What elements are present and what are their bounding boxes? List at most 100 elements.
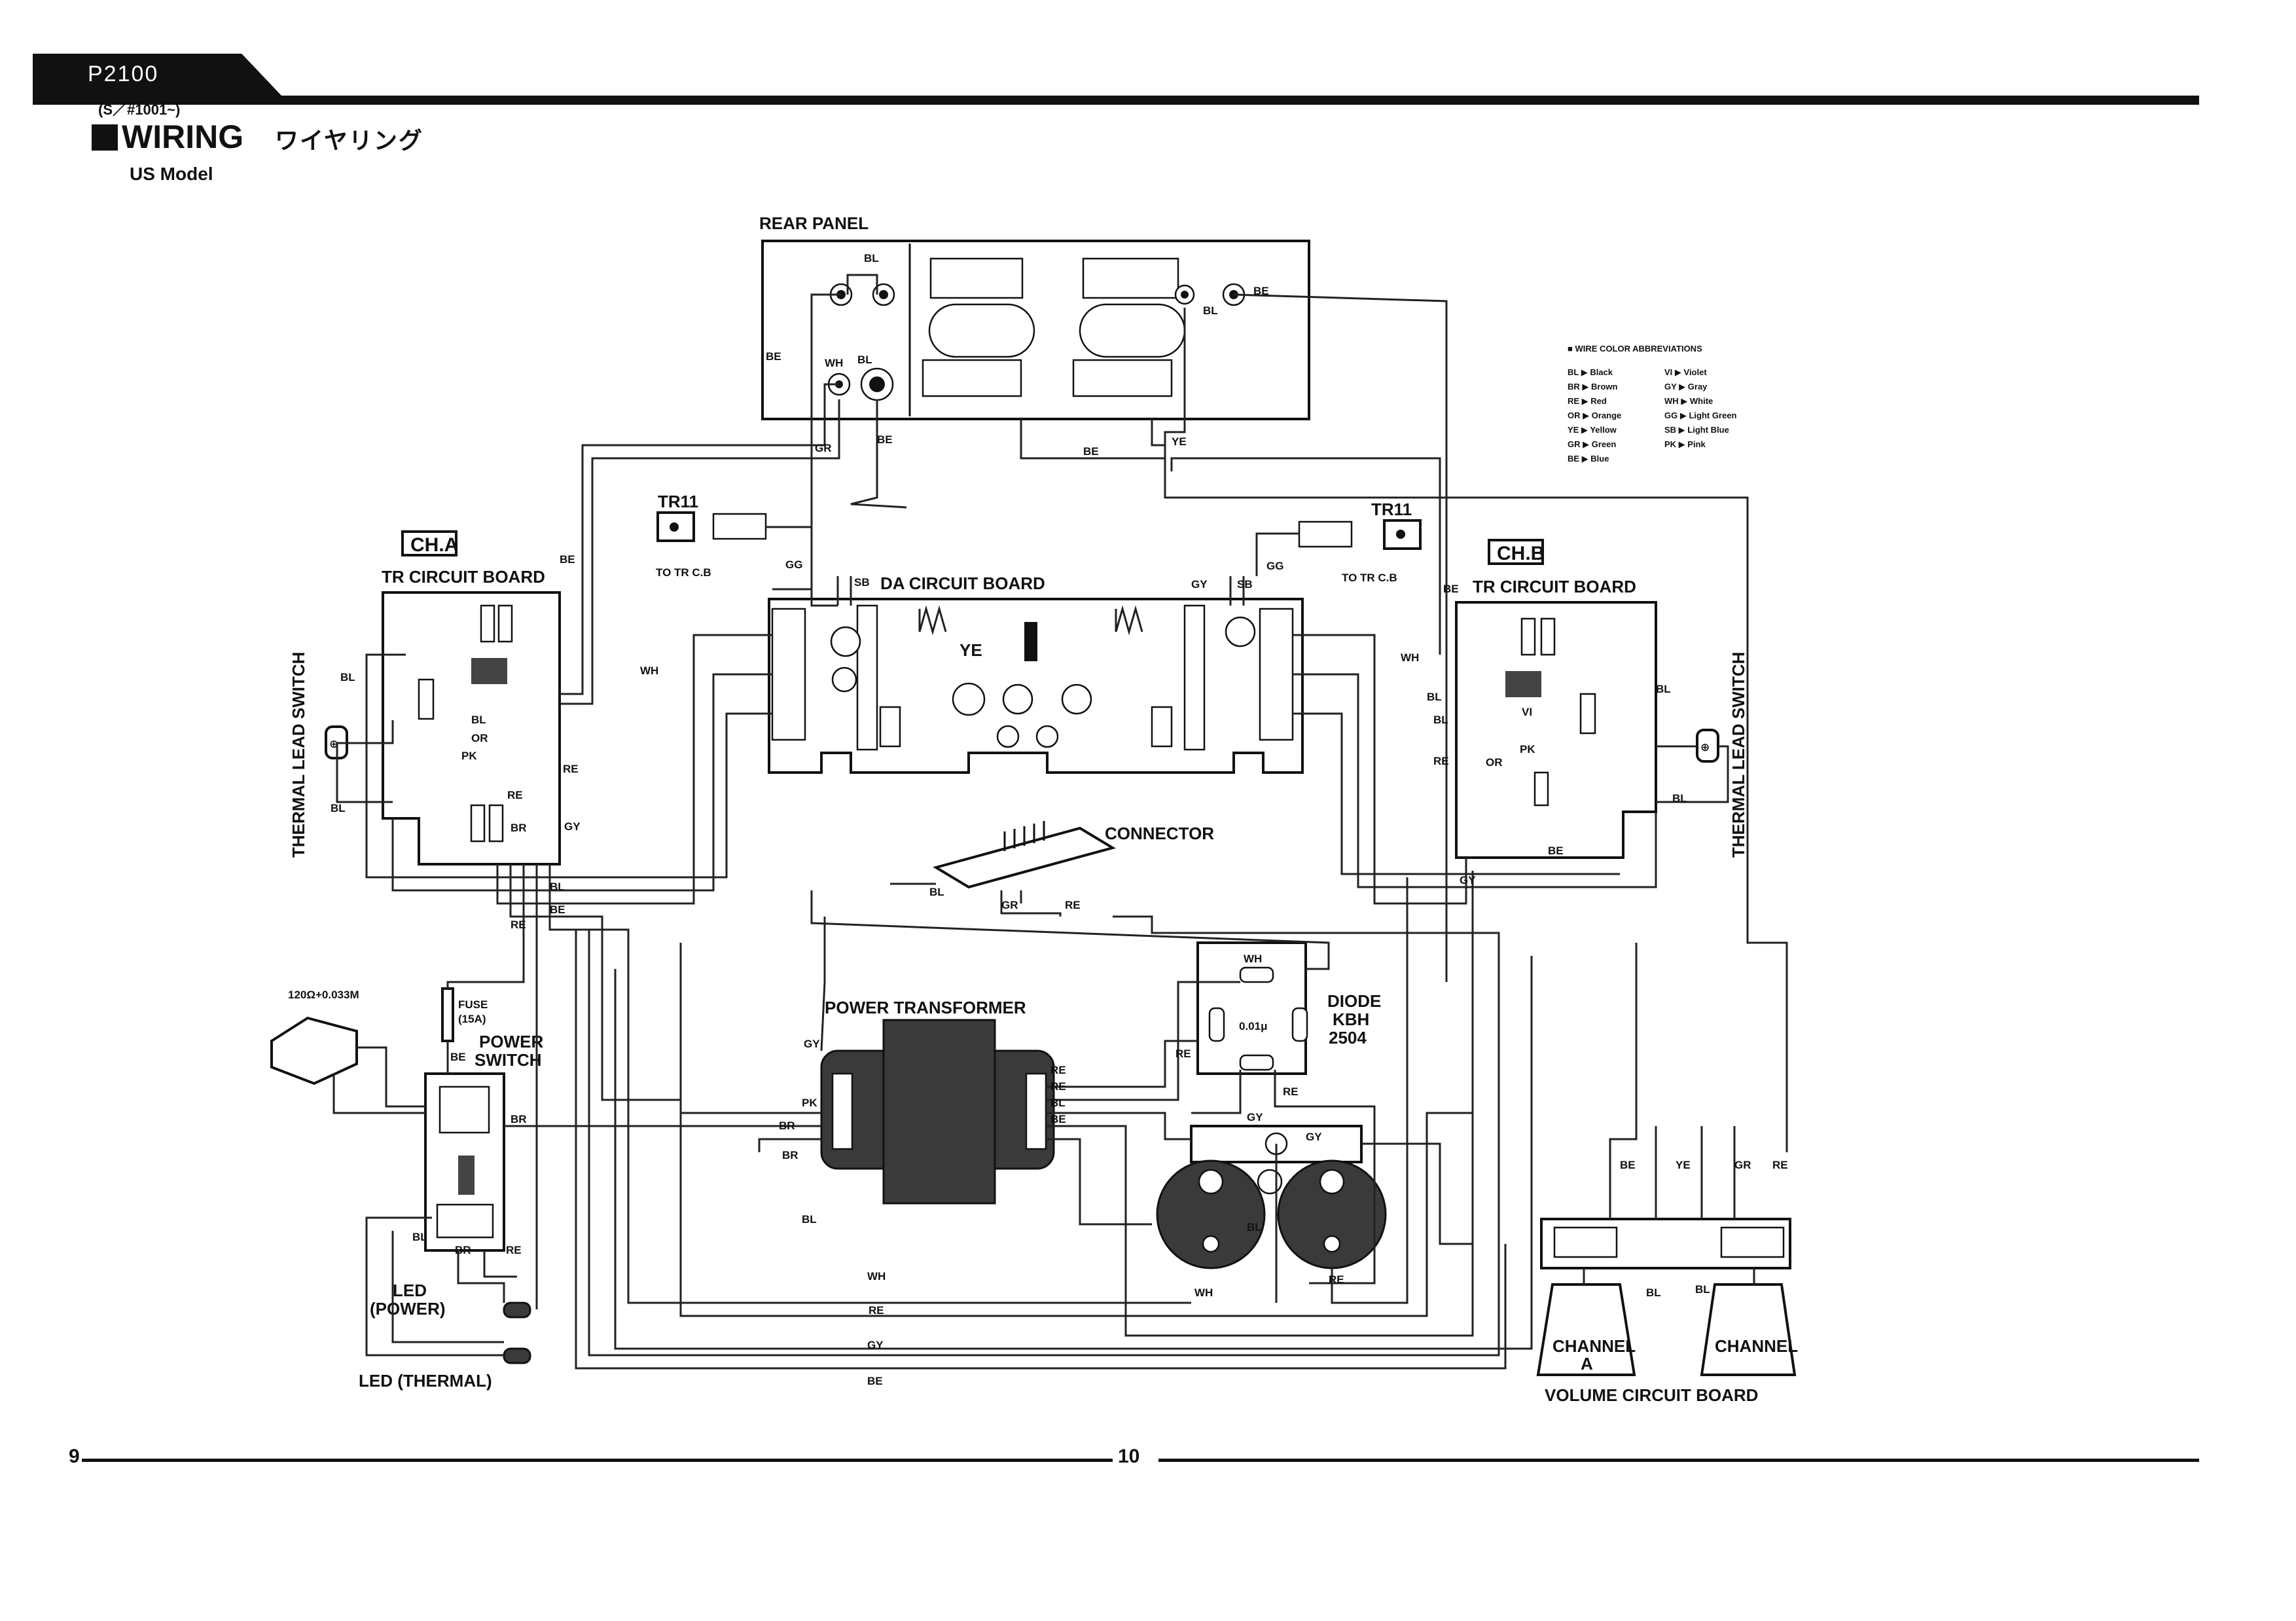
power-switch: POWER SWITCH bbox=[424, 1032, 543, 1252]
ch-a-tr-board-label: TR CIRCUIT BOARD bbox=[382, 567, 545, 587]
svg-text:RE: RE bbox=[869, 1304, 884, 1317]
led-power-label-2: (POWER) bbox=[370, 1299, 446, 1319]
page-title-text: WIRING bbox=[122, 118, 244, 155]
fuse-label-1: FUSE bbox=[458, 998, 488, 1011]
svg-text:GY: GY bbox=[564, 820, 581, 833]
svg-text:BE: BE bbox=[560, 553, 575, 566]
serial-range: (S／#1001~) bbox=[98, 101, 181, 118]
capacitor-value: 0.01μ bbox=[1239, 1020, 1268, 1032]
svg-text:RE: RE bbox=[1433, 755, 1449, 767]
legend-entry: SB ▶ Light Blue bbox=[1664, 425, 1729, 435]
tr11-right-label: TR11 bbox=[1371, 500, 1412, 519]
legend-entry: GG ▶ Light Green bbox=[1664, 410, 1737, 420]
svg-text:OR: OR bbox=[471, 732, 488, 744]
tr11-left-label: TR11 bbox=[658, 492, 698, 511]
svg-text:GR: GR bbox=[815, 442, 832, 454]
ch-a-label: CH.A bbox=[410, 534, 458, 556]
svg-text:BR: BR bbox=[782, 1149, 798, 1161]
page-number-left: 9 bbox=[69, 1446, 80, 1467]
fuse-label-2: (15A) bbox=[458, 1013, 486, 1025]
svg-text:YE: YE bbox=[1676, 1159, 1691, 1171]
connector-label: CONNECTOR bbox=[1105, 824, 1214, 843]
svg-text:BL: BL bbox=[550, 881, 565, 893]
legend-entry: PK ▶ Pink bbox=[1664, 439, 1706, 449]
svg-text:RE: RE bbox=[506, 1244, 522, 1256]
svg-text:GY: GY bbox=[1460, 874, 1476, 886]
svg-text:BE: BE bbox=[1083, 445, 1099, 458]
header-rule bbox=[33, 96, 2199, 105]
thermal-switch-right-label: THERMAL LEAD SWITCH bbox=[1729, 652, 1748, 858]
svg-text:WH: WH bbox=[867, 1270, 886, 1283]
diode-bridge: 0.01μ DIODE KBH 2504 bbox=[1196, 941, 1381, 1075]
svg-text:BL: BL bbox=[471, 714, 486, 726]
tr11-left: TR11 bbox=[656, 492, 767, 542]
svg-text:RE: RE bbox=[511, 919, 526, 931]
channel-a-label-2: A bbox=[1581, 1354, 1593, 1374]
volume-circuit-board: CHANNEL A CHANNEL VOLUME CIRCUIT BOARD bbox=[1536, 1218, 1798, 1405]
rear-panel: REAR PANEL bbox=[759, 213, 1310, 420]
legend-entry: WH ▶ White bbox=[1664, 396, 1713, 406]
footer-rule-left bbox=[82, 1459, 1113, 1462]
channel-b-label: CHANNEL bbox=[1715, 1336, 1798, 1356]
title-square-icon bbox=[92, 124, 118, 151]
svg-text:WH: WH bbox=[1244, 953, 1262, 965]
svg-text:SB: SB bbox=[854, 576, 870, 589]
channel-a-label-1: CHANNEL bbox=[1552, 1336, 1636, 1356]
svg-text:BE: BE bbox=[877, 433, 893, 446]
diode-label-1: DIODE bbox=[1327, 991, 1381, 1011]
svg-text:BL: BL bbox=[929, 886, 944, 898]
svg-text:BE: BE bbox=[450, 1051, 466, 1063]
tr11-right: TR11 bbox=[1298, 500, 1422, 550]
svg-text:BR: BR bbox=[779, 1120, 795, 1132]
ch-b-tr-board: CH.B TR CIRCUIT BOARD bbox=[1455, 539, 1657, 859]
legend-entry: GY ▶ Gray bbox=[1664, 382, 1708, 392]
rear-panel-frame bbox=[761, 240, 1310, 420]
svg-text:BL: BL bbox=[1203, 304, 1218, 317]
svg-text:YE: YE bbox=[1172, 435, 1187, 448]
svg-text:PK: PK bbox=[802, 1097, 817, 1109]
svg-text:BE: BE bbox=[1253, 285, 1269, 297]
svg-text:BL: BL bbox=[857, 354, 872, 366]
svg-text:BL: BL bbox=[1050, 1097, 1066, 1109]
svg-text:SB: SB bbox=[1237, 578, 1253, 591]
thermal-switch-right: ⊕ THERMAL LEAD SWITCH bbox=[1696, 652, 1748, 858]
model-tab-label: P2100 bbox=[88, 62, 159, 86]
svg-text:GR: GR bbox=[1001, 899, 1018, 911]
wire-labels: BL BE WH BL GR BE BE YE BL BE BE GG SB G… bbox=[331, 252, 1788, 1387]
svg-text:BE: BE bbox=[867, 1375, 883, 1387]
led-thermal-label: LED (THERMAL) bbox=[359, 1371, 492, 1391]
svg-text:RE: RE bbox=[1050, 1064, 1066, 1076]
svg-text:BR: BR bbox=[511, 1113, 527, 1125]
thermal-switch-left-label: THERMAL LEAD SWITCH bbox=[289, 652, 308, 858]
da-board-label: DA CIRCUIT BOARD bbox=[880, 574, 1045, 593]
diode-label-3: 2504 bbox=[1329, 1028, 1367, 1047]
power-transformer: POWER TRANSFORMER bbox=[820, 998, 1055, 1205]
svg-text:BL: BL bbox=[1695, 1283, 1710, 1296]
power-transformer-label: POWER TRANSFORMER bbox=[825, 998, 1026, 1017]
svg-text:WH: WH bbox=[1401, 651, 1419, 664]
svg-text:GY: GY bbox=[1247, 1111, 1263, 1123]
legend-entry: BR ▶ Brown bbox=[1568, 382, 1618, 392]
page-title: WIRING bbox=[92, 118, 243, 156]
thermal-switch-left: ⊕ THERMAL LEAD SWITCH bbox=[289, 652, 348, 858]
svg-text:BE: BE bbox=[766, 350, 781, 363]
svg-text:RE: RE bbox=[1329, 1273, 1344, 1286]
to-tr-left: TO TR C.B bbox=[656, 566, 711, 579]
legend-entry: VI ▶ Violet bbox=[1664, 367, 1707, 377]
svg-text:BL: BL bbox=[864, 252, 879, 264]
power-switch-label-1: POWER bbox=[479, 1032, 543, 1051]
to-tr-right: TO TR C.B bbox=[1342, 572, 1397, 584]
svg-text:GR: GR bbox=[1734, 1159, 1751, 1171]
svg-text:RE: RE bbox=[1283, 1085, 1299, 1098]
legend-entry: YE ▶ Yellow bbox=[1568, 425, 1617, 435]
svg-text:GY: GY bbox=[867, 1339, 884, 1351]
svg-text:RE: RE bbox=[1065, 899, 1081, 911]
ch-b-tr-board-label: TR CIRCUIT BOARD bbox=[1473, 577, 1636, 596]
svg-text:BL: BL bbox=[1672, 792, 1687, 805]
svg-text:BL: BL bbox=[1646, 1286, 1661, 1299]
svg-text:BL: BL bbox=[340, 671, 355, 683]
page-title-jp: ワイヤリング bbox=[275, 127, 423, 154]
svg-text:RE: RE bbox=[507, 789, 523, 801]
svg-text:BE: BE bbox=[1548, 845, 1564, 857]
